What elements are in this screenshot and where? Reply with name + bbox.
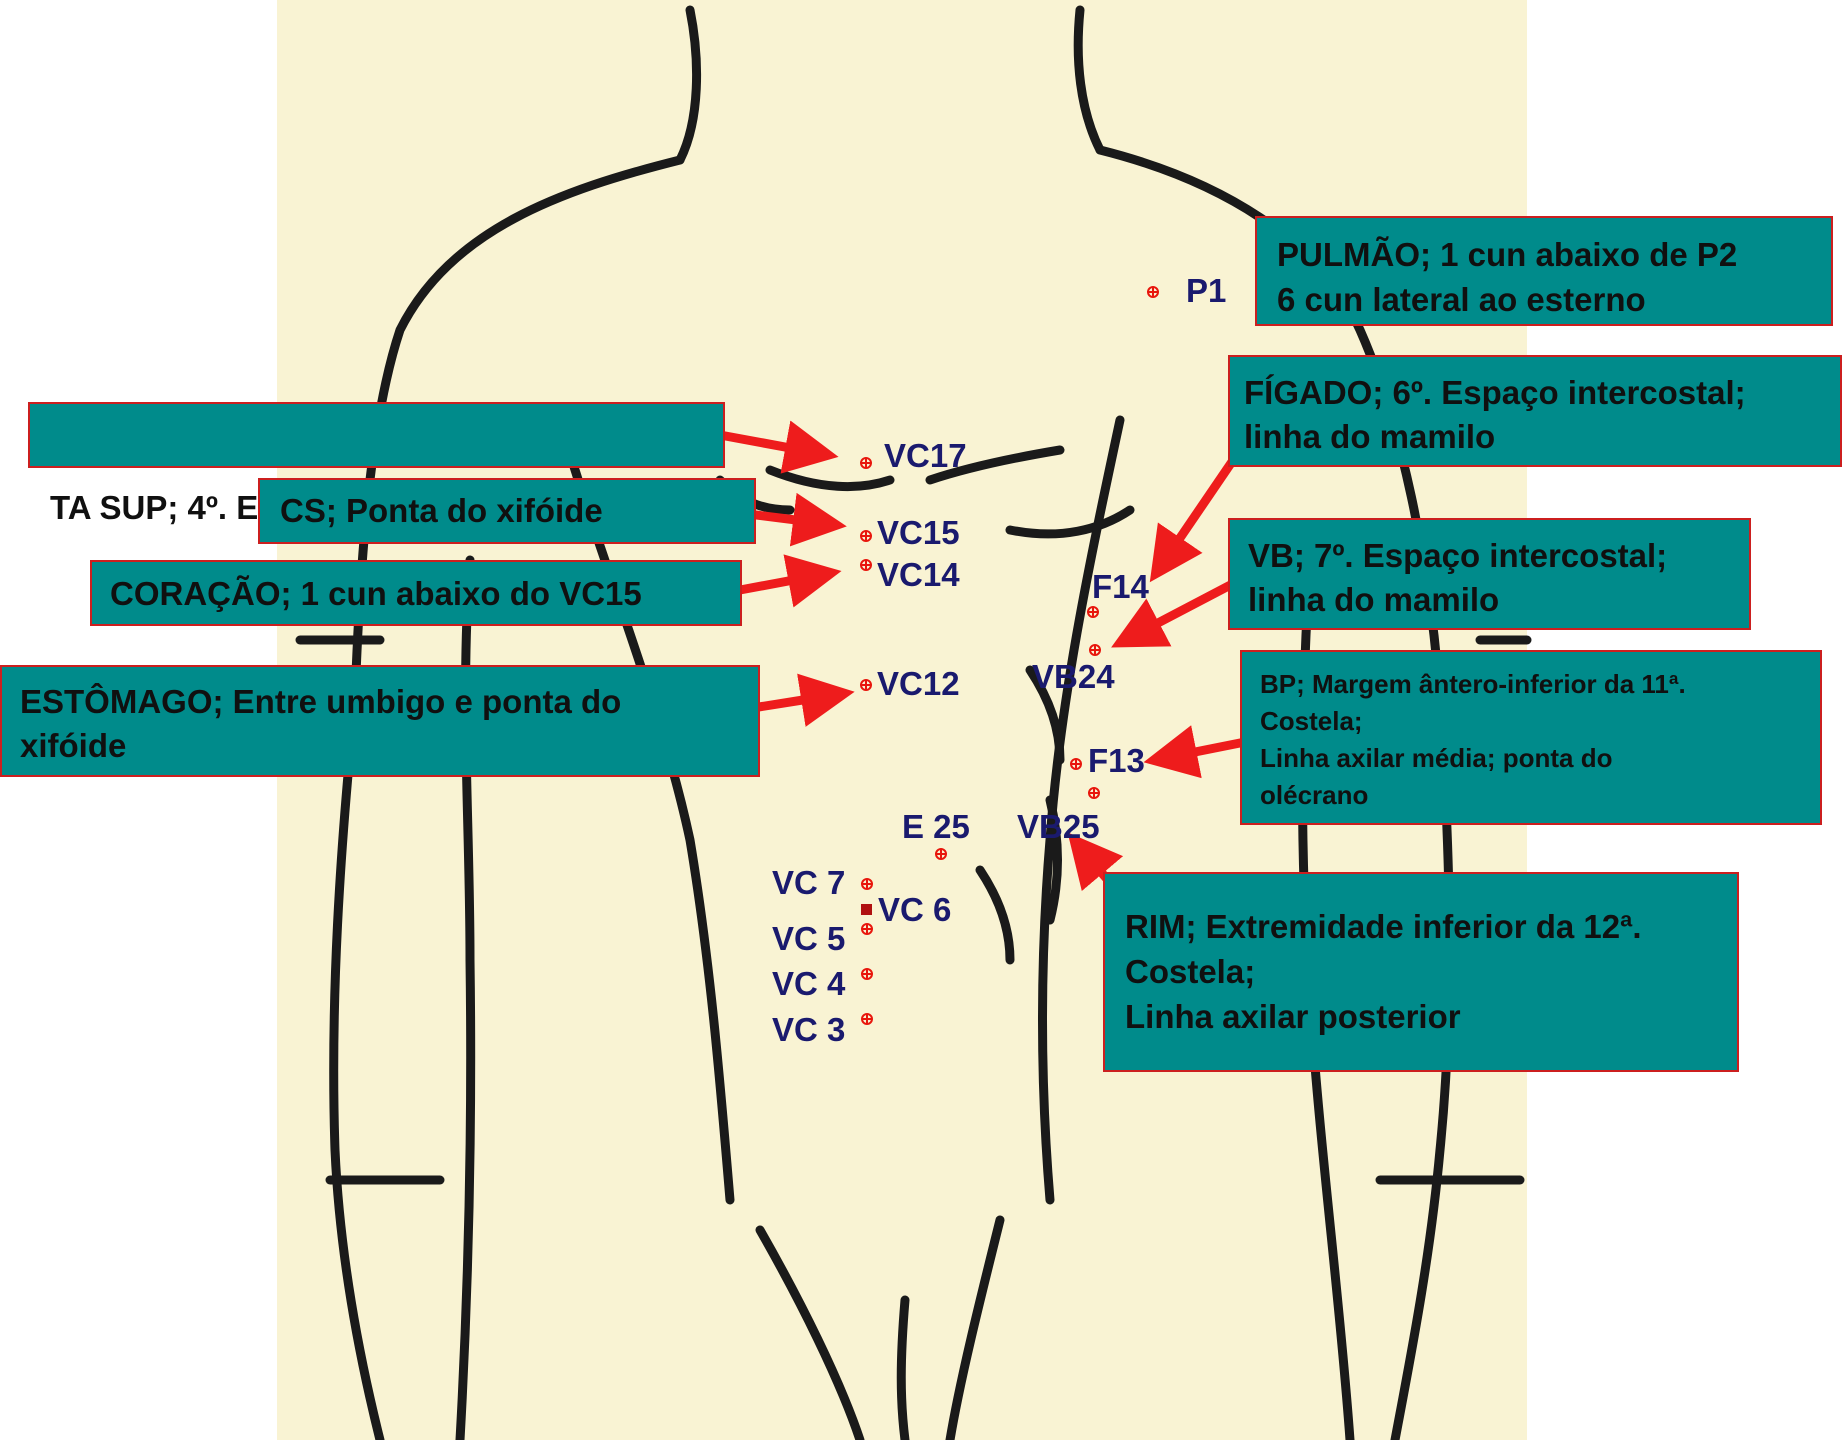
marker-e25	[935, 848, 947, 860]
callout-pulmao: PULMÃO; 1 cun abaixo de P2 6 cun lateral…	[1255, 216, 1833, 326]
label-vb24: VB24	[1032, 658, 1115, 696]
label-vc3: VC 3	[772, 1011, 845, 1049]
marker-vb25-upper	[1088, 787, 1100, 799]
marker-vc6	[861, 904, 872, 915]
callout-figado: FÍGADO; 6º. Espaço intercostal; linha do…	[1228, 355, 1842, 467]
label-vc4: VC 4	[772, 965, 845, 1003]
marker-vc7	[861, 878, 873, 890]
label-vc17: VC17	[884, 437, 967, 475]
label-f14: F14	[1092, 568, 1149, 606]
marker-vb24	[1089, 644, 1101, 656]
marker-vc5	[861, 923, 873, 935]
arrow-vb	[1135, 580, 1240, 635]
marker-vc14	[860, 559, 872, 571]
callout-ta-sup: TA SUP; 4º. Espaço; Entre mamilos	[28, 402, 725, 468]
marker-p1	[1147, 286, 1159, 298]
label-vc15: VC15	[877, 514, 960, 552]
label-vc14: VC14	[877, 556, 960, 594]
marker-f13	[1070, 758, 1082, 770]
marker-vc3	[861, 1013, 873, 1025]
callout-cs: CS; Ponta do xifóide	[258, 478, 756, 544]
arrow-coracao	[740, 576, 815, 590]
label-vc6: VC 6	[878, 891, 951, 929]
marker-vc4	[861, 968, 873, 980]
marker-vc17	[860, 457, 872, 469]
label-vc12: VC12	[877, 665, 960, 703]
marker-f14	[1087, 606, 1099, 618]
marker-vc15	[860, 530, 872, 542]
callout-bp: BP; Margem ântero-inferior da 11ª. Coste…	[1240, 650, 1822, 825]
callout-estomago: ESTÔMAGO; Entre umbigo e ponta do xifóid…	[0, 665, 760, 777]
label-vc7: VC 7	[772, 864, 845, 902]
label-e25: E 25	[902, 808, 970, 846]
label-f13: F13	[1088, 742, 1145, 780]
label-vc5: VC 5	[772, 920, 845, 958]
callout-vb: VB; 7º. Espaço intercostal; linha do mam…	[1228, 518, 1751, 630]
marker-vc12	[860, 679, 872, 691]
label-p1: P1	[1186, 272, 1226, 310]
callout-coracao: CORAÇÃO; 1 cun abaixo do VC15	[90, 560, 742, 626]
arrow-ta-sup	[720, 435, 812, 452]
label-vb25: VB25	[1017, 808, 1100, 846]
callout-rim: RIM; Extremidade inferior da 12ª. Costel…	[1103, 872, 1739, 1072]
